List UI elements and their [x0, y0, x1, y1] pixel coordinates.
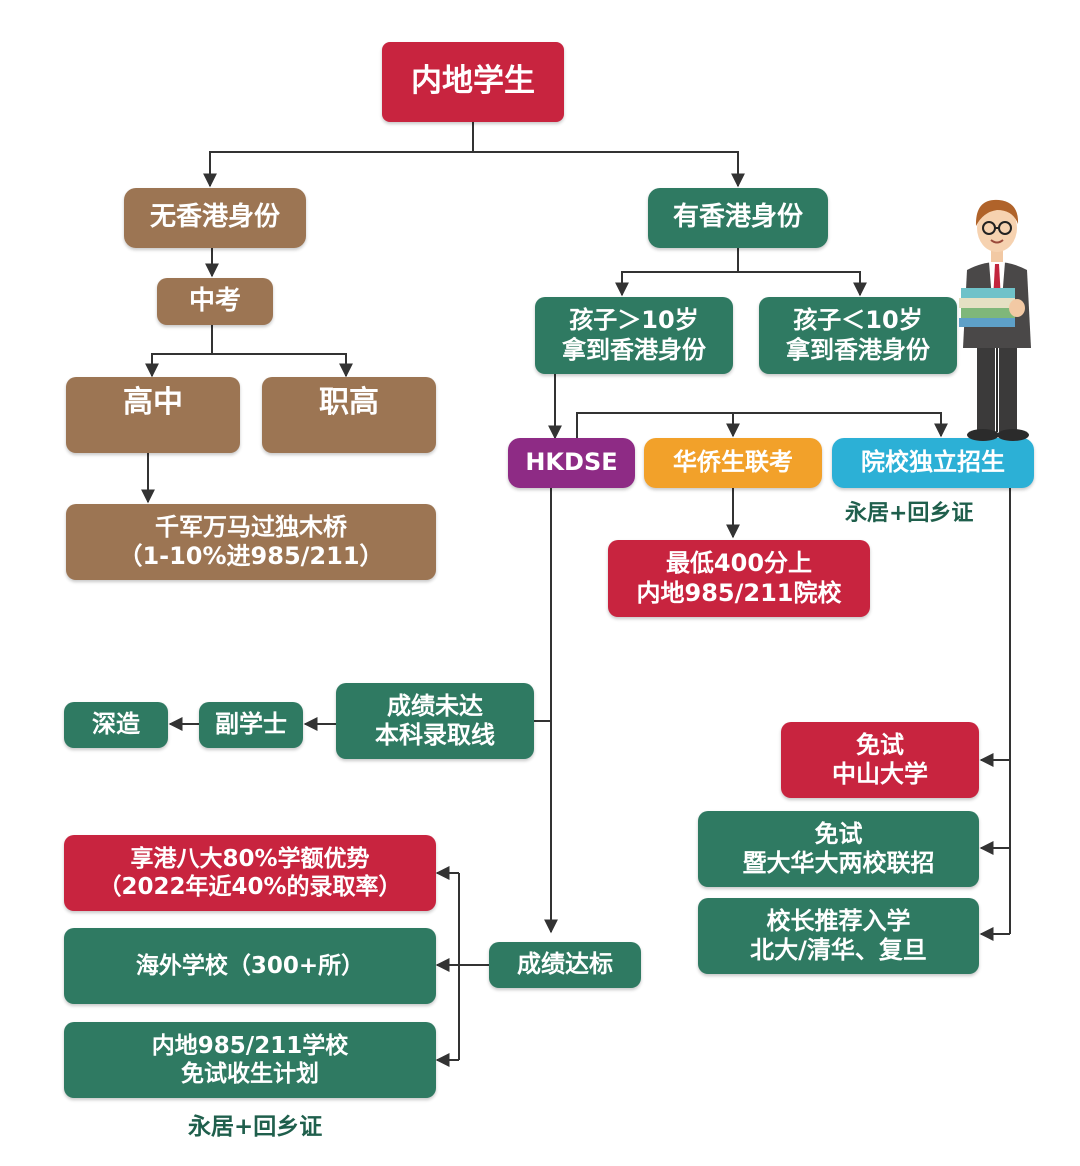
meets-standard-node: 成绩达标 [489, 942, 641, 988]
meets-standard-label: 成绩达标 [517, 950, 613, 979]
principal-recommend-line1: 校长推荐入学 [766, 906, 911, 935]
huaqiao-exam-label: 华侨生联考 [673, 448, 793, 477]
associate-degree-node: 副学士 [199, 702, 303, 748]
no-hk-identity-label: 无香港身份 [149, 202, 280, 233]
jinan-huaqiao-exempt-node: 免试 暨大华大两校联招 [698, 811, 979, 887]
huaqiao-result-line1: 最低400分上 [665, 549, 813, 578]
jinan-huaqiao-exempt-line1: 免试 [814, 819, 863, 848]
below-cutoff-line1: 成绩未达 [387, 691, 483, 720]
hkdse-node: HKDSE [508, 438, 635, 488]
zhongkao-label: 中考 [188, 285, 241, 316]
has-hk-identity-node: 有香港身份 [648, 188, 828, 248]
below-cutoff-line2: 本科录取线 [375, 721, 495, 749]
independent-admission-note: 永居+回乡证 [845, 501, 974, 526]
huaqiao-exam-node: 华侨生联考 [644, 438, 822, 488]
hk8-advantage-line1: 享港八大80%学额优势 [130, 845, 370, 872]
principal-recommend-node: 校长推荐入学 北大/清华、复旦 [698, 898, 979, 974]
huaqiao-result-line2: 内地985/211院校 [636, 578, 842, 607]
gaokao-result-node: 千军万马过独木桥 （1-10%进985/211） [66, 504, 436, 580]
vocational-school-label: 职高 [319, 385, 379, 420]
no-hk-identity-node: 无香港身份 [124, 188, 306, 248]
associate-degree-label: 副学士 [215, 710, 287, 739]
high-school-node: 高中 [66, 377, 240, 453]
gaokao-result-line1: 千军万马过独木桥 [155, 512, 347, 541]
child-over-10-line1: 孩子＞10岁 [569, 306, 699, 335]
zhongshan-exempt-line2: 中山大学 [832, 760, 928, 788]
has-hk-identity-label: 有香港身份 [672, 202, 803, 233]
further-study-label: 深造 [92, 710, 140, 739]
vocational-school-node: 职高 [262, 377, 436, 453]
hk8-advantage-node: 享港八大80%学额优势 （2022年近40%的录取率） [64, 835, 436, 911]
gaokao-result-line2: （1-10%进985/211） [118, 542, 384, 570]
zhongshan-exempt-node: 免试 中山大学 [781, 722, 979, 798]
high-school-label: 高中 [123, 385, 183, 420]
root-node: 内地学生 [382, 42, 564, 122]
child-under-10-line2: 拿到香港身份 [786, 335, 930, 364]
mainland-exempt-node: 内地985/211学校 免试收生计划 [64, 1022, 436, 1098]
hk8-advantage-line2: （2022年近40%的录取率） [98, 874, 402, 900]
child-under-10-line1: 孩子＜10岁 [793, 306, 923, 335]
child-over-10-line2: 拿到香港身份 [562, 335, 706, 364]
below-cutoff-node: 成绩未达 本科录取线 [336, 683, 534, 759]
zhongshan-exempt-line1: 免试 [856, 730, 904, 759]
huaqiao-result-node: 最低400分上 内地985/211院校 [608, 540, 870, 617]
pass-path-note: 永居+回乡证 [188, 1114, 323, 1140]
jinan-huaqiao-exempt-line2: 暨大华大两校联招 [742, 849, 935, 877]
child-under-10-node: 孩子＜10岁 拿到香港身份 [759, 297, 957, 374]
hkdse-label: HKDSE [525, 448, 618, 477]
overseas-schools-label: 海外学校（300+所） [135, 952, 365, 979]
zhongkao-node: 中考 [157, 278, 273, 325]
independent-admission-label: 院校独立招生 [861, 448, 1005, 477]
mainland-exempt-line1: 内地985/211学校 [151, 1032, 349, 1059]
child-over-10-node: 孩子＞10岁 拿到香港身份 [535, 297, 733, 374]
overseas-schools-node: 海外学校（300+所） [64, 928, 436, 1004]
teacher-illustration [959, 199, 1031, 441]
independent-admission-node: 院校独立招生 [832, 438, 1034, 488]
mainland-exempt-line2: 免试收生计划 [181, 1061, 319, 1087]
root-label: 内地学生 [411, 63, 535, 100]
principal-recommend-line2: 北大/清华、复旦 [750, 936, 927, 964]
further-study-node: 深造 [64, 702, 168, 748]
